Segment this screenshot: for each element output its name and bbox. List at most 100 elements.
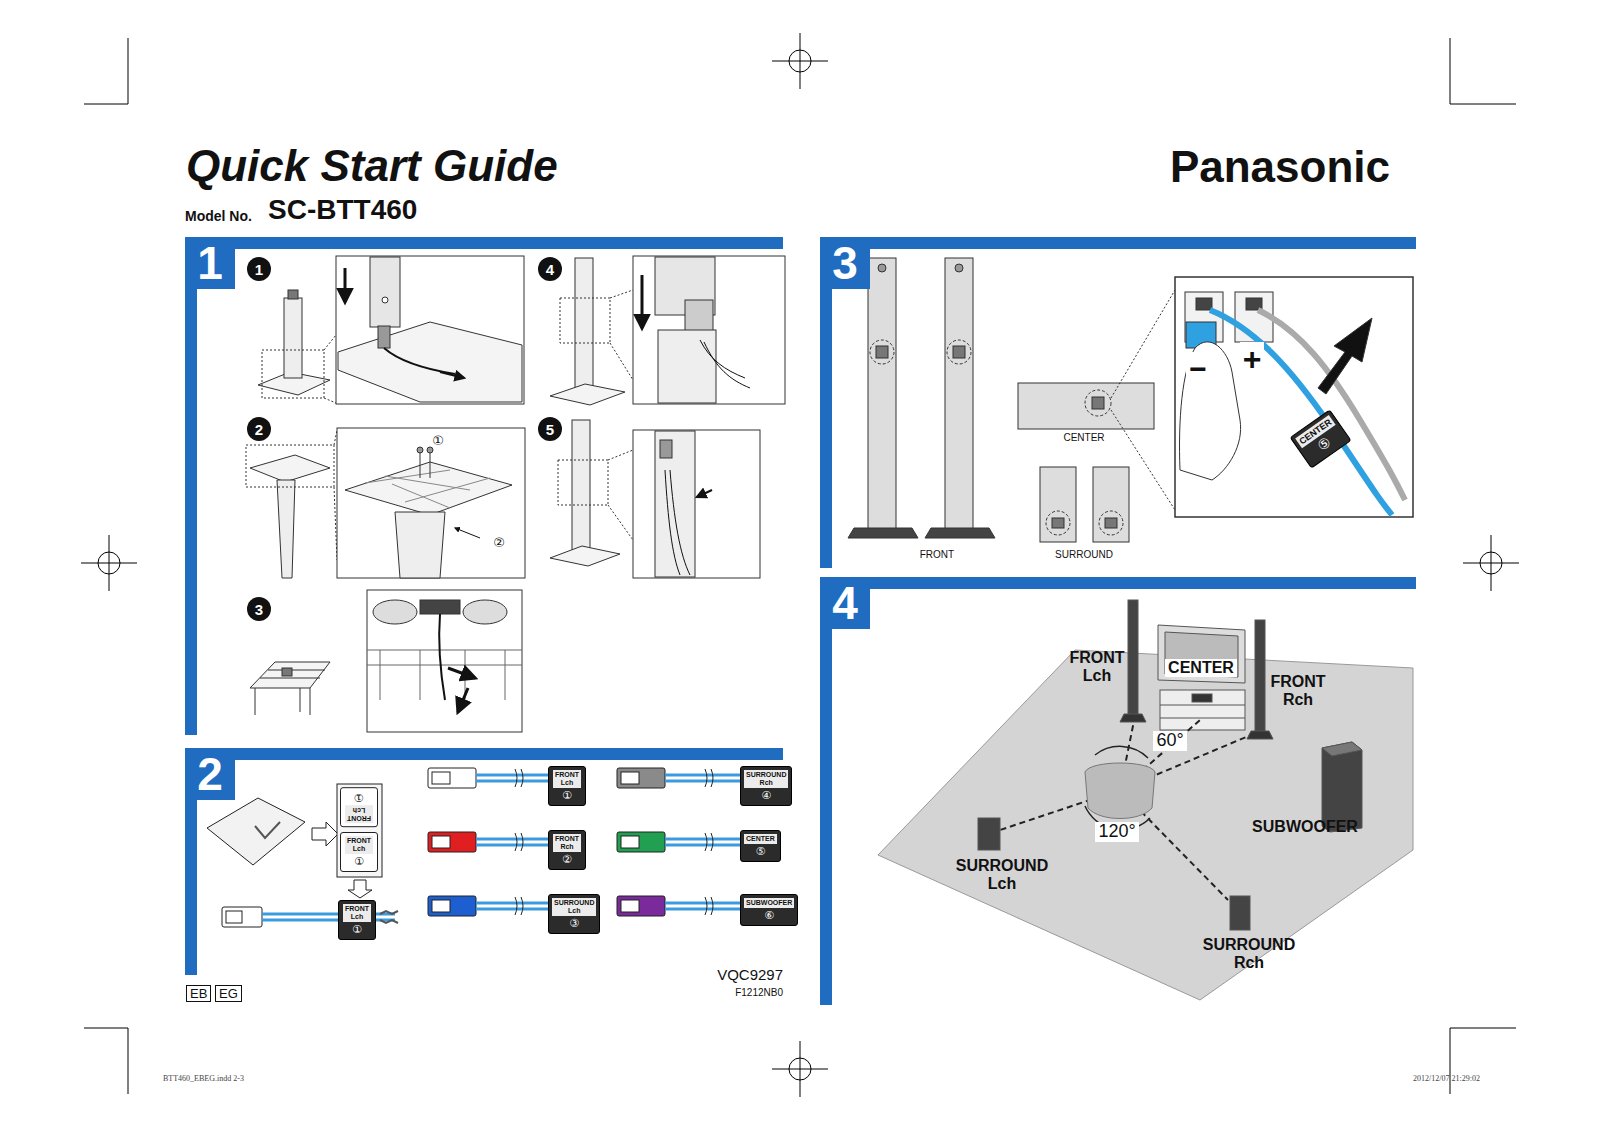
stand-assembly-drawing-part <box>420 600 460 614</box>
stand-assembly-drawing-part <box>417 447 423 453</box>
stand-assembly-drawing-part <box>660 440 672 458</box>
stand-assembly-drawing-part <box>250 662 330 688</box>
number-text: EB <box>190 986 207 1001</box>
speaker-connection-drawing-part <box>1258 310 1405 500</box>
callout-number: ① <box>432 434 444 448</box>
room-layout-drawing-part <box>1158 625 1245 683</box>
stand-assembly-drawing-part <box>373 600 417 624</box>
stand-assembly-drawing-part <box>558 460 608 505</box>
stand-assembly-drawing-part <box>610 290 633 380</box>
room-layout-drawing-part <box>1128 600 1138 718</box>
speaker-position: SUBWOOFER <box>1252 818 1358 836</box>
stand-assembly-drawing <box>246 256 785 732</box>
speaker-cable-drawing-part <box>705 897 713 915</box>
number-text: 5 <box>546 422 554 437</box>
room-layout-drawing-part <box>1160 690 1245 730</box>
speaker-connection-drawing-part <box>868 258 896 530</box>
number-text: 2 <box>197 751 223 797</box>
speaker-position: CENTER <box>1165 659 1237 677</box>
stand-assembly-drawing-part <box>641 275 644 328</box>
stand-assembly-drawing-part <box>458 688 468 712</box>
stand-assembly-drawing-part <box>655 431 695 577</box>
speaker-connection-drawing-part <box>870 340 894 364</box>
speaker-cable-drawing-part <box>705 833 713 851</box>
room-layout-drawing-part <box>1192 694 1212 702</box>
speaker-cable-drawing-part <box>705 769 713 787</box>
section-number: 1 <box>185 237 235 289</box>
tag-number: ① <box>354 856 364 868</box>
speaker-connection-drawing-part <box>1318 318 1372 394</box>
crop-mark-part <box>84 1028 128 1094</box>
print-date: 2012/12/07 21:29:02 <box>1413 1075 1480 1084</box>
model-number: SC-BTT460 <box>268 195 417 226</box>
section-frame-part <box>185 237 783 249</box>
room-layout-drawing-part <box>1247 731 1273 739</box>
region-code-box: EG <box>215 985 242 1002</box>
stand-assembly-drawing-part <box>367 590 522 732</box>
stand-assembly-drawing-part <box>665 470 690 575</box>
room-layout-drawing-part <box>878 650 1413 1000</box>
stand-assembly-drawing-part <box>550 546 620 566</box>
tag-number: ② <box>562 854 572 866</box>
crop-mark <box>84 38 1516 1094</box>
stand-assembly-drawing-part <box>246 445 334 487</box>
number-text: 4 <box>832 580 858 626</box>
speaker-name: CENTER <box>1063 432 1104 443</box>
tag-name: SUBWOOFER <box>744 898 794 908</box>
speaker-cable-drawing-part <box>665 903 740 909</box>
speaker-connection-drawing-part <box>1046 511 1070 535</box>
speaker-cable-drawing-part <box>515 769 523 787</box>
number-text: 1 <box>255 262 263 277</box>
speaker-cable-drawing-part <box>621 900 639 912</box>
speaker-connection-drawing-part <box>1105 518 1117 528</box>
tag-name: SURROUND Lch <box>552 898 596 916</box>
section-frame-part <box>185 748 783 760</box>
room-layout-drawing-part <box>978 818 1000 850</box>
speaker-connection-drawing-part <box>1092 397 1104 409</box>
speaker-cable-drawing-part <box>432 900 450 912</box>
page-title: Quick Start Guide <box>186 142 558 190</box>
speaker-cable-drawing-part <box>432 772 450 784</box>
stand-assembly-drawing-part <box>575 258 593 388</box>
registration-mark-part <box>772 33 828 89</box>
speaker-cable-drawing-part <box>515 897 523 915</box>
registration-mark-part <box>772 1041 828 1097</box>
speaker-connection-drawing-part <box>878 264 886 272</box>
stand-assembly-drawing-part <box>370 257 400 327</box>
stand-assembly-drawing-part <box>324 335 336 403</box>
tag-number: ④ <box>761 790 771 802</box>
tag-name: FRONT Lch <box>343 904 371 922</box>
stand-assembly-drawing-part <box>365 470 490 508</box>
stand-assembly-drawing-part <box>262 350 324 398</box>
registration-mark-part <box>81 535 137 591</box>
room-layout-drawing-part <box>1322 742 1362 756</box>
angle-label: 60° <box>1153 731 1186 751</box>
stand-assembly-drawing-part <box>420 452 430 478</box>
room-layout-drawing-part <box>1230 896 1250 930</box>
section-frame-part <box>185 237 197 735</box>
polarity-sign: + <box>1240 342 1265 377</box>
speaker-cable-drawing-part <box>476 839 548 845</box>
speaker-position: FRONT Lch <box>1069 649 1124 684</box>
speaker-position: SURROUND Rch <box>1203 936 1295 971</box>
speaker-connection-drawing-part <box>955 264 963 272</box>
model-caption: Model No. <box>185 209 252 224</box>
speaker-cable-drawing-part <box>665 775 740 781</box>
crop-mark-part <box>84 38 128 104</box>
number-text: 3 <box>832 240 858 286</box>
speaker-connection-drawing-part <box>1180 342 1241 480</box>
section-frame <box>185 237 1416 1005</box>
angle-label: 120° <box>1095 822 1138 842</box>
stand-assembly-drawing-part <box>250 455 330 482</box>
speaker-connection-drawing-part <box>1040 467 1076 542</box>
room-layout-drawing-part <box>1255 620 1265 735</box>
label-sticker: FRONT Lch① <box>340 787 378 827</box>
speaker-connection-drawing-part <box>1175 277 1413 517</box>
section-number: 3 <box>820 237 870 289</box>
speaker-cable-drawing-part <box>312 822 338 846</box>
number-text: 3 <box>255 602 263 617</box>
speaker-connection-drawing-part <box>925 528 995 538</box>
cable-tag: CENTER⑤ <box>1290 409 1352 468</box>
speaker-position: FRONT Rch <box>1270 673 1325 708</box>
section-number: 4 <box>820 577 870 629</box>
